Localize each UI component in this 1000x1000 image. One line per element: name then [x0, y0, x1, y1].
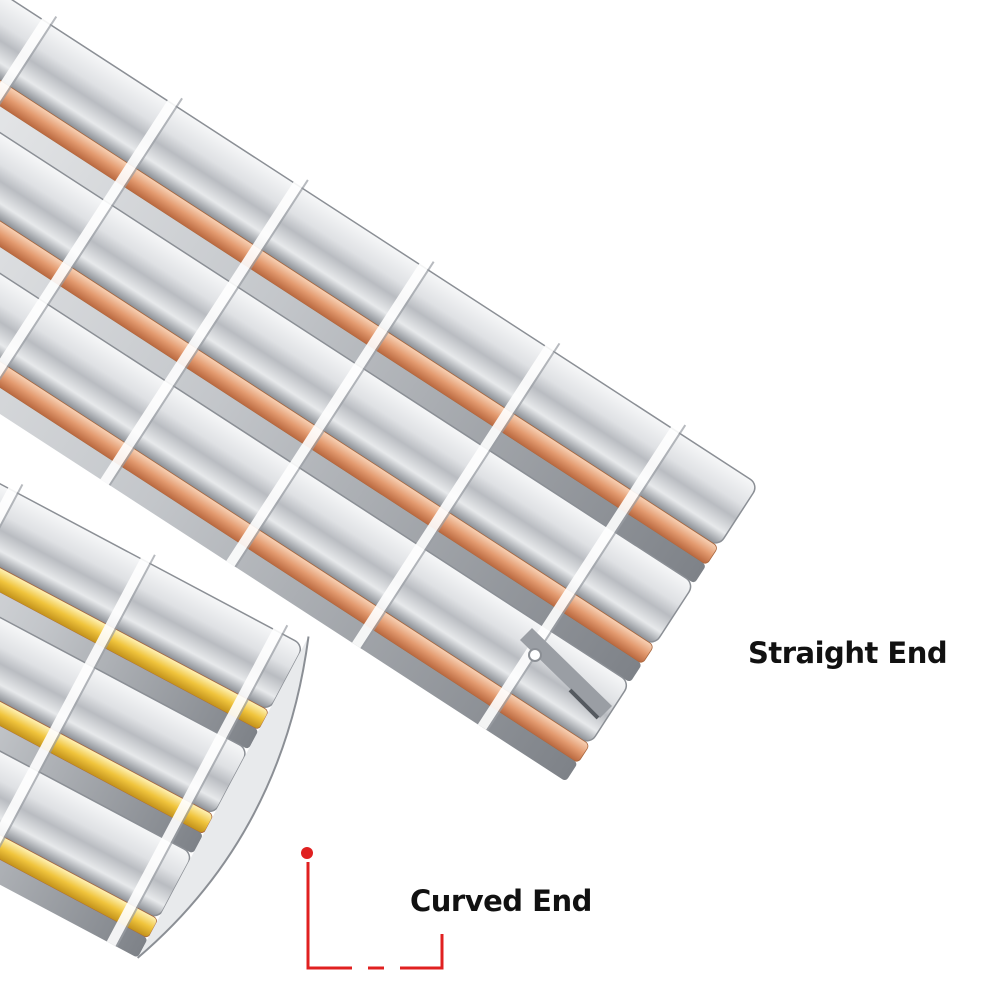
segment-edge	[108, 179, 309, 486]
curved-end-band	[0, 422, 310, 959]
link-gap	[0, 610, 202, 853]
segment-edge	[0, 97, 183, 405]
link-gap	[0, 506, 258, 749]
segment-divider	[477, 419, 685, 730]
segment-divider	[0, 92, 182, 404]
straight-end-label: Straight End	[748, 636, 948, 670]
segment-divider	[352, 337, 559, 649]
marker-dot	[301, 847, 313, 859]
segment-edge	[234, 261, 435, 568]
link-gap	[0, 714, 147, 957]
segment-edge	[486, 424, 687, 731]
segment-divider	[0, 549, 154, 876]
curved-end-piece	[136, 636, 310, 959]
straight-end-band	[0, 0, 756, 780]
marker-bracket	[400, 934, 444, 970]
segment-divider	[106, 620, 287, 947]
segment-divider	[0, 10, 56, 322]
straight-end-bar	[520, 628, 612, 720]
curved-end-label: Curved End	[410, 884, 592, 918]
segment-divider	[100, 173, 308, 485]
segment-edge	[0, 16, 58, 323]
segment-edge	[115, 624, 289, 948]
marker-line	[306, 862, 352, 970]
segment-divider	[226, 255, 433, 567]
segment-edge	[0, 554, 156, 877]
segment-edge	[360, 342, 561, 650]
curved-end-marker	[301, 847, 444, 970]
